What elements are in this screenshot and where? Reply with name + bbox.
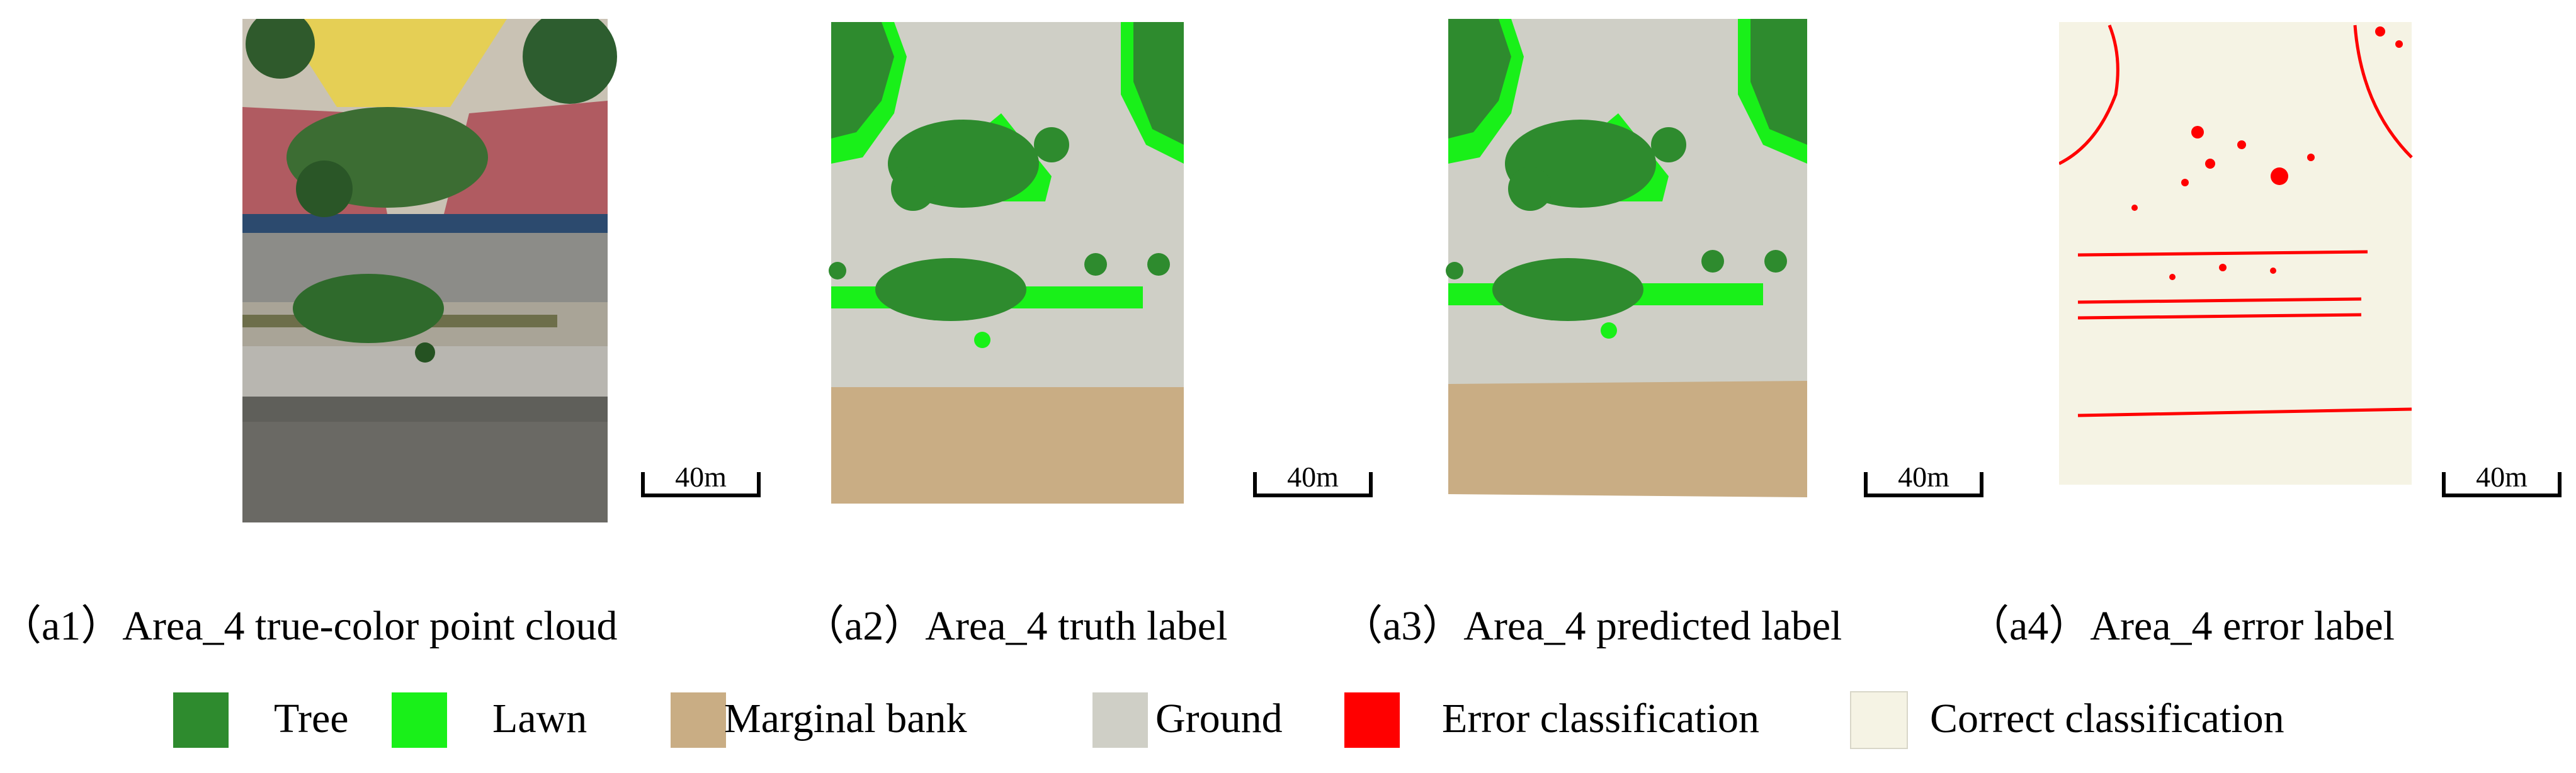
panel-a1-true-color-image [242,19,627,522]
scale-bar-a1: 40m [641,463,761,497]
scale-bar-a4: 40m [2442,463,2562,497]
legend-swatch [1344,692,1400,748]
legend-swatch [671,692,726,748]
predicted-label-image [1442,19,1826,522]
truth-label-image [825,19,1209,522]
legend-swatch [392,692,447,748]
panel-a2-truth-label [825,19,1209,522]
true-color-point-cloud-image [242,19,627,522]
scale-label: 40m [675,461,727,493]
legend-swatch [1092,692,1148,748]
legend-label: Error classification [1442,696,1759,742]
legend-swatch [1850,691,1908,749]
legend-label: Tree [274,696,349,742]
legend-label: Marginal bank [724,696,967,742]
scale-label: 40m [2476,461,2528,493]
legend-label: Correct classification [1930,696,2284,742]
legend: Tree Lawn Marginal bank Ground Error cla… [0,687,2576,757]
scale-label: 40m [1287,461,1339,493]
scale-bar-a3: 40m [1864,463,1983,497]
caption-a3: （a3）Area_4 predicted label [1341,603,1842,649]
panel-a3-predicted-label [1442,19,1826,522]
panel-a4-error-label [2059,19,2443,522]
scale-label: 40m [1898,461,1949,493]
caption-a4: （a4）Area_4 error label [1968,603,2395,649]
legend-label: Lawn [492,696,587,742]
error-label-image [2059,19,2443,522]
legend-label: Ground [1155,696,1283,742]
scale-bar-a2: 40m [1253,463,1373,497]
caption-a1: （a1）Area_4 true-color point cloud [0,603,618,649]
caption-a2: （a2）Area_4 truth label [803,603,1228,649]
legend-swatch [173,692,229,748]
